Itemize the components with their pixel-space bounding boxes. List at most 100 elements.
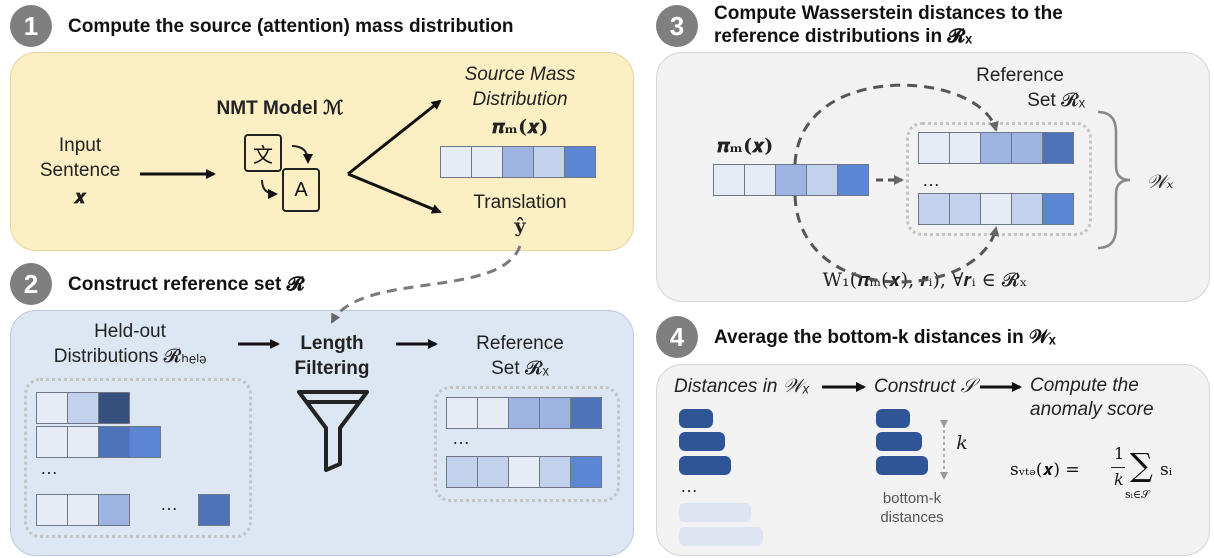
bottomk-line1: bottom-k (882, 490, 942, 507)
bottomk-line2: distances (880, 509, 944, 526)
panel2-reference-line2: Set 𝓡ₓ (491, 358, 549, 379)
step-3-circle: 3 (656, 5, 698, 47)
reference-cell (570, 397, 602, 429)
score-frac-denominator: k (1114, 470, 1124, 489)
reference-cell (477, 456, 509, 488)
panel3-source-bar (713, 164, 869, 196)
score-term: sᵢ (1160, 460, 1173, 480)
source-mass-line2: Distribution (472, 89, 568, 110)
translation-variable: ŷ (514, 215, 526, 237)
heldout-row-ellipsis: … (160, 494, 178, 514)
heldout-bar-1 (36, 392, 130, 424)
panel3-source-cell (837, 164, 869, 196)
heldout-cell (129, 426, 161, 458)
translate-icon-source-box: 文 (244, 134, 282, 172)
source-mass-cell (533, 146, 565, 178)
compute-score-line1: Compute the (1030, 375, 1139, 396)
source-mass-line1: Source Mass (464, 64, 576, 85)
panel-4-background (656, 364, 1210, 556)
panel2-reference-line1: Reference (476, 333, 564, 354)
source-mass-cell (502, 146, 534, 178)
reference-cell (508, 397, 540, 429)
panel3-source-cell (806, 164, 838, 196)
reference-cell (1042, 132, 1074, 164)
heldout-cell (67, 494, 99, 526)
score-sum-subscript: sᵢ∈𝒮 (1125, 488, 1150, 501)
score-sum-symbol: ∑ (1130, 446, 1153, 484)
reference-cell (949, 132, 981, 164)
reference-cell (508, 456, 540, 488)
source-mass-bar (440, 146, 596, 178)
source-to-top-reference-dashed-arc (793, 83, 999, 165)
step-2-circle: 2 (10, 263, 52, 305)
heldout-distributions-box (24, 378, 252, 538)
length-filtering-line1: Length (300, 333, 364, 354)
score-frac-numerator: 1 (1114, 444, 1125, 463)
translate-icon: 文 A (244, 134, 336, 214)
heldout-cell (67, 426, 99, 458)
reference-cell (949, 193, 981, 225)
step-1-circle: 1 (10, 5, 52, 47)
funnel-icon (296, 388, 370, 472)
step-3-number: 3 (669, 10, 685, 41)
panel2-reference-bar-1 (446, 397, 602, 429)
panel3-source-variable: 𝝅ₘ(𝒙) (716, 135, 774, 157)
score-lhs: sᵥₜₔ(𝒙) = (1010, 460, 1080, 480)
step-2-title: Construct reference set 𝓡 (68, 274, 305, 295)
step-1-number: 1 (23, 10, 39, 41)
reference-cell (1011, 193, 1043, 225)
length-filtering-line2: Filtering (294, 358, 370, 379)
panel3-reference-bar-1 (918, 132, 1074, 164)
distances-label: Distances in 𝒲ₓ (674, 376, 810, 397)
heldout-bar-3 (36, 494, 130, 526)
input-sentence-line2: Sentence (39, 160, 121, 181)
model-to-translation-arrow (347, 172, 442, 214)
step-4-circle: 4 (656, 316, 698, 358)
translate-icon-target-glyph: A (294, 178, 308, 201)
translate-icon-arrow-top (291, 145, 313, 164)
step-3-title-line1: Compute Wasserstein distances to the (714, 3, 1063, 24)
panel3-reference-line1: Reference (976, 65, 1064, 86)
nmt-model-label: NMT Model ℳ (216, 98, 344, 119)
reference-cell (918, 132, 950, 164)
distance-pill-faded (679, 527, 763, 546)
source-to-bottom-reference-dashed-arc (793, 195, 1000, 284)
translation-label: Translation (473, 192, 567, 213)
source-mass-cell (471, 146, 503, 178)
model-to-source-arrow (347, 99, 442, 176)
bottomk-pill (876, 432, 922, 451)
distance-pill (679, 432, 725, 451)
heldout-bar-2 (36, 426, 161, 458)
source-mass-variable: 𝝅ₘ(𝒙) (491, 116, 549, 138)
distance-pill (679, 456, 731, 475)
panel3-reference-ellipsis: … (922, 170, 940, 190)
reference-cell (980, 132, 1012, 164)
funnel-icon-graphic (297, 390, 369, 472)
panel2-reference-set-box (434, 386, 620, 502)
translate-icon-source-glyph: 文 (253, 144, 273, 167)
distance-pill-faded (679, 503, 751, 522)
heldout-bar-3-tail (198, 494, 230, 526)
compute-score-line2: anomaly score (1030, 399, 1154, 420)
step-1-title: Compute the source (attention) mass dist… (68, 16, 514, 37)
translate-icon-arrow-bottom (261, 179, 278, 199)
w-x-curly-brace (1097, 110, 1131, 250)
heldout-line1: Held-out (94, 321, 166, 342)
step-3-title-line2: reference distributions in 𝓡ₓ (714, 26, 973, 47)
translate-icon-target-box: A (282, 168, 320, 212)
panel3-source-cell (713, 164, 745, 196)
panel2-reference-bar-2 (446, 456, 602, 488)
heldout-cell (198, 494, 230, 526)
construct-label: Construct 𝒮 (874, 376, 976, 397)
panel2-reference-ellipsis: … (452, 428, 470, 448)
distance-pill (679, 409, 713, 428)
panel3-source-cell (775, 164, 807, 196)
heldout-ellipsis: … (40, 458, 58, 478)
reference-cell (570, 456, 602, 488)
translation-to-panel2-dashed-arrow (330, 245, 522, 324)
heldout-cell (98, 494, 130, 526)
source-mass-cell (564, 146, 596, 178)
step-4-title: Average the bottom-k distances in 𝒲ₓ (714, 327, 1056, 348)
